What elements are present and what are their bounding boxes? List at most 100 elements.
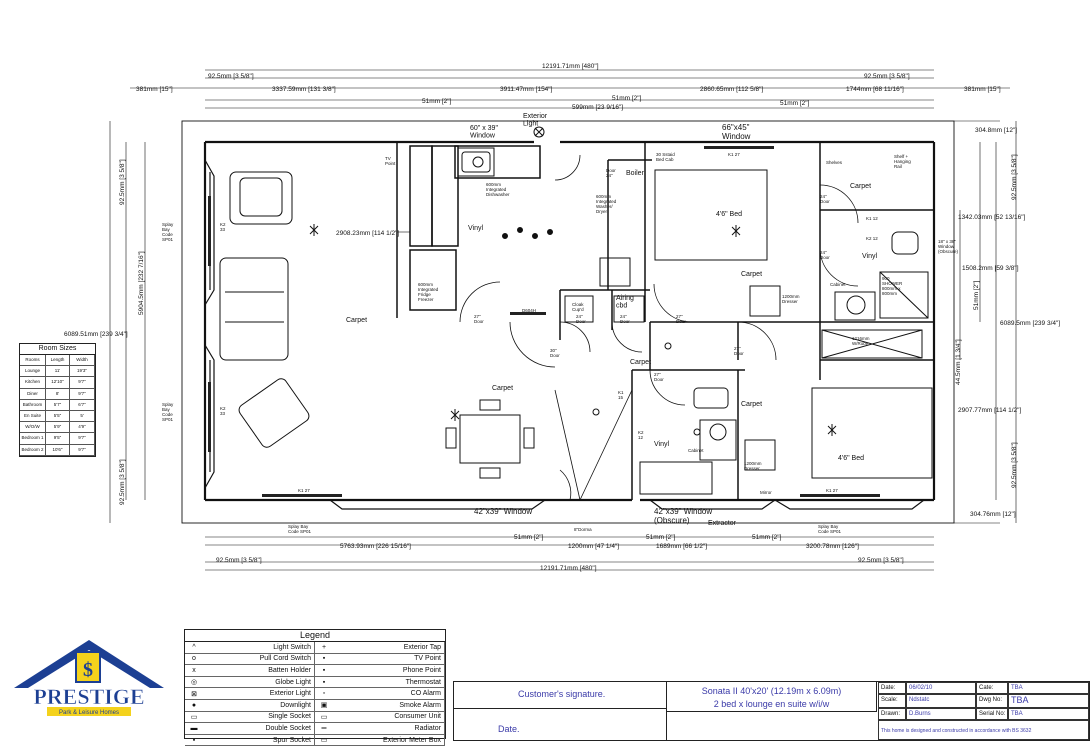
room-sizes-cell: Bathroom bbox=[20, 399, 46, 410]
legend-item: ▭Single Socket bbox=[185, 711, 315, 724]
dim-bot-5763: 5763.93mm [226 15/16"] bbox=[340, 543, 411, 550]
room-sizes-cell: Bedroom 1 bbox=[20, 433, 46, 444]
label-carpet-dining: Carpet bbox=[492, 385, 513, 392]
serial-key: Serial No: bbox=[976, 708, 1008, 720]
label-door27-b: 27"Door bbox=[676, 314, 686, 324]
dim-right-381: 381mm [15"] bbox=[964, 86, 1001, 93]
label-window-66x45: 66"x45"Window bbox=[722, 123, 751, 141]
dim-bot-left-925: 92.5mm [3 5/8"] bbox=[216, 557, 262, 564]
legend-item-name: Downlight bbox=[280, 701, 311, 709]
header-width: Width bbox=[70, 355, 95, 366]
legend-item: ▣ Smoke Alarm bbox=[315, 699, 445, 712]
legend-symbol-icon: ▣ bbox=[320, 702, 328, 710]
label-carpet-hall: Carpet bbox=[630, 359, 651, 366]
dim-left-top-925: 92.5mm [3 5/8"] bbox=[119, 159, 126, 205]
exterior-walls bbox=[203, 140, 936, 502]
legend-item: ═Radiator bbox=[315, 723, 445, 735]
room-sizes-cell: Lounge bbox=[20, 366, 46, 377]
dim-seg-3337: 3337.59mm [131 3/8"] bbox=[272, 86, 336, 93]
label-carpet-bed1: Carpet bbox=[741, 271, 762, 278]
dim-top-right-offset: 92.5mm [3 5/8"] bbox=[864, 73, 910, 80]
dim-right-6089: 6089.5mm [239 3/4"] bbox=[1000, 320, 1060, 327]
logo-tagline: Park & Leisure Homes bbox=[59, 710, 119, 716]
label-window-18x38: 18" x 38"Window(Obscure) bbox=[938, 239, 959, 254]
legend-item-name: Double Socket bbox=[265, 724, 311, 732]
dim-right-2907: 2907.77mm [114 1/2"] bbox=[958, 407, 1021, 414]
label-vinyl-ensuite: Vinyl bbox=[862, 253, 877, 260]
room-sizes-cell: Bedroom 2 bbox=[20, 444, 46, 455]
dim-right-925-top: 92.5mm [3 5/8"] bbox=[1011, 154, 1018, 200]
drawing-info: Date: 06/02/10 Cate: TBA Scale: Ndstatc … bbox=[878, 682, 1089, 740]
logo-door bbox=[75, 651, 101, 683]
legend-item: ▪Spur Socket bbox=[185, 734, 315, 746]
legend-item-name: CO Alarm bbox=[410, 690, 441, 698]
legend-item-name: Exterior Light bbox=[269, 690, 311, 698]
drawn-key: Drawn: bbox=[878, 708, 906, 720]
outer-frame bbox=[181, 120, 955, 524]
legend-item: ⊠Exterior Light bbox=[185, 688, 315, 700]
label-carpet-ensuite: Carpet bbox=[850, 183, 871, 190]
room-sizes-cell: Diner bbox=[20, 388, 46, 399]
cate-key: Cate: bbox=[976, 682, 1008, 694]
label-k127-left: K1 27 bbox=[298, 488, 310, 493]
dim-left-381: 381mm [15"] bbox=[136, 86, 173, 93]
label-carpet-bed2: Carpet bbox=[741, 401, 762, 408]
door-swings bbox=[459, 154, 859, 501]
legend-symbol-icon: o bbox=[192, 655, 196, 663]
interior-walls bbox=[396, 142, 934, 500]
cate-value: TBA bbox=[1008, 682, 1089, 694]
label-k212: K2 12 bbox=[866, 236, 878, 241]
room-sizes-cell: 9'7" bbox=[70, 377, 95, 388]
legend-symbol-icon: ▭ bbox=[320, 737, 328, 745]
legend-item: ▬Double Socket bbox=[185, 723, 315, 735]
room-sizes-header: Rooms Length Width bbox=[20, 355, 95, 367]
legend-item-name: Exterior Meter Box bbox=[383, 736, 441, 744]
room-sizes-title: Room Sizes bbox=[20, 344, 95, 355]
legend-item-name: Smoke Alarm bbox=[399, 701, 441, 709]
dim-bot-1689: 1689mm [66 1/2"] bbox=[656, 543, 707, 550]
downlight-track bbox=[502, 227, 553, 239]
dimension-lines bbox=[109, 69, 1017, 571]
legend-item-name: Exterior Tap bbox=[403, 643, 441, 651]
dim-overall-bottom: 12191.71mm [480"] bbox=[540, 565, 597, 572]
dim-bot-right-925: 92.5mm [3 5/8"] bbox=[858, 557, 904, 564]
compliance-footer: This home is designed and constructed in… bbox=[878, 720, 1089, 740]
room-sizes-cell: 19'3" bbox=[70, 366, 95, 377]
legend-item-name: Radiator bbox=[414, 724, 441, 732]
dim-right-304-top: 304.8mm [12"] bbox=[975, 127, 1017, 134]
label-door27-c: 27"Door bbox=[734, 346, 744, 356]
room-sizes-cell: 4'9" bbox=[70, 422, 95, 433]
label-k127-top: K1 27 bbox=[728, 152, 740, 157]
batten-holder-icon bbox=[309, 224, 319, 236]
dim-right-51: 51mm [2"] bbox=[973, 280, 980, 310]
room-sizes-cell: En Suite bbox=[20, 410, 46, 422]
label-shelves: Shelves bbox=[826, 160, 843, 165]
legend-item-name: Single Socket bbox=[268, 713, 311, 721]
dim-seg-2860: 2860.65mm [112 5/8"] bbox=[700, 86, 763, 93]
customer-signature-label: Customer's signature. bbox=[518, 689, 606, 699]
batten-holder-icon bbox=[731, 225, 741, 237]
splay-bays bbox=[204, 159, 925, 510]
